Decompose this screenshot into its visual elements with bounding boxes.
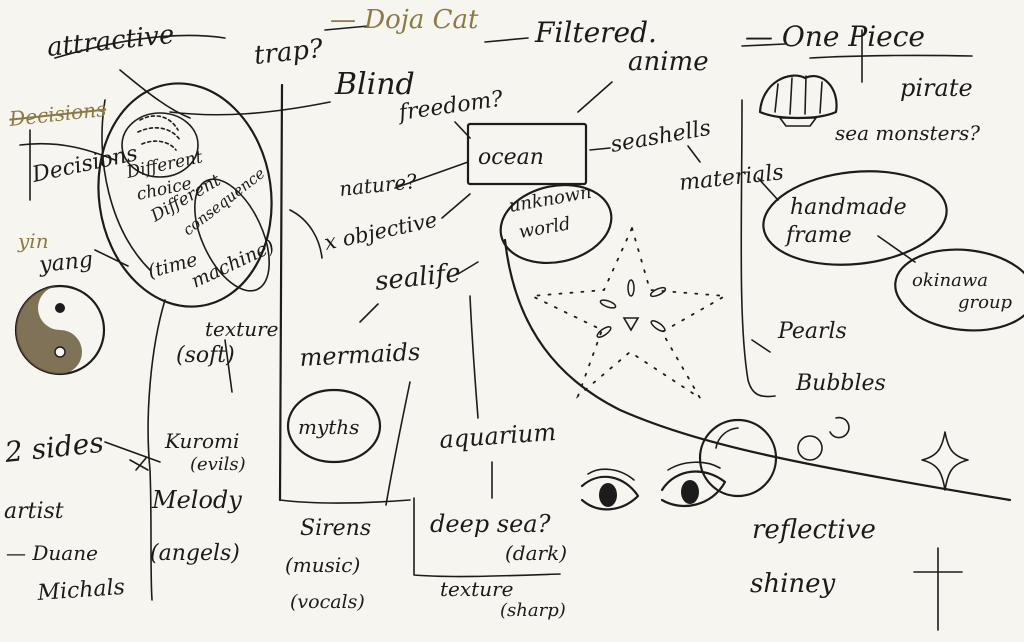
note-deep-sea-1: deep sea? bbox=[430, 510, 551, 538]
mermaids-tick bbox=[359, 303, 379, 323]
note-pearls: Pearls bbox=[777, 319, 847, 344]
note-yang: yang bbox=[37, 247, 94, 278]
note-doja-cat: — Doja Cat bbox=[330, 5, 479, 35]
starfish-icon bbox=[528, 225, 728, 399]
note-reflective: reflective bbox=[752, 515, 876, 545]
handmade-frame-bubble bbox=[762, 170, 948, 266]
shell-stem-line bbox=[740, 99, 776, 398]
deep-sea-bracket bbox=[413, 497, 561, 578]
note-texture-soft-2: (soft) bbox=[176, 343, 235, 368]
note-mermaids: mermaids bbox=[299, 338, 421, 372]
note-sea-monsters: sea monsters? bbox=[835, 121, 980, 145]
sparkle-icon bbox=[921, 431, 969, 491]
sirens-top-line bbox=[279, 499, 411, 504]
decisions-inner-curve bbox=[101, 99, 151, 271]
materials-to-frame-line bbox=[757, 177, 779, 201]
note-michals: Michals bbox=[36, 575, 126, 606]
unknown-world-bubble bbox=[499, 183, 613, 265]
one-piece-dash bbox=[741, 43, 786, 47]
choice-bubble bbox=[121, 112, 199, 178]
okinawa-group-bubble bbox=[894, 248, 1024, 332]
note-trap: trap? bbox=[253, 34, 326, 71]
kuromi-cross bbox=[129, 457, 149, 471]
objective-hook bbox=[289, 209, 323, 259]
note-handmade-frame-1: handmade bbox=[790, 195, 907, 220]
note-sirens-2: (music) bbox=[285, 553, 360, 577]
note-deep-sea-2: (dark) bbox=[505, 541, 567, 565]
note-kuromi-1: Kuromi bbox=[164, 429, 239, 453]
filtered-dash bbox=[484, 37, 529, 43]
note-ocean: ocean bbox=[478, 145, 544, 170]
ocean-box bbox=[466, 122, 588, 186]
attractive-to-decisions-line bbox=[119, 69, 191, 119]
note-texture-sharp-1: texture bbox=[440, 577, 513, 601]
sealife-tick bbox=[457, 261, 479, 275]
myths-bubble bbox=[286, 388, 382, 464]
note-anime: anime bbox=[628, 47, 709, 77]
eyes-icon bbox=[580, 461, 727, 511]
nature-to-ocean-line bbox=[394, 161, 469, 189]
note-melody-2: (angels) bbox=[150, 541, 240, 566]
frame-to-okinawa-line bbox=[877, 235, 916, 263]
objective-to-ocean-line bbox=[441, 193, 471, 219]
bubbles-icon bbox=[698, 416, 850, 498]
note-yin: yin bbox=[17, 229, 49, 253]
note-okinawa-group-1: okinawa bbox=[912, 270, 988, 291]
blind-link-line bbox=[169, 101, 331, 116]
note-melody-1: Melody bbox=[151, 486, 242, 514]
texture-soft-tick bbox=[224, 339, 233, 393]
note-handmade-frame-2: frame bbox=[784, 223, 852, 248]
ocean-to-seashells-line bbox=[589, 147, 611, 151]
left-vertical-curve bbox=[147, 299, 166, 601]
note-texture-soft-1: texture bbox=[205, 317, 278, 341]
note-shiney: shiney bbox=[750, 569, 836, 599]
doja-dash bbox=[324, 25, 369, 31]
decisions-underline bbox=[19, 142, 116, 161]
note-sirens-3: (vocals) bbox=[290, 591, 365, 613]
note-artist: artist bbox=[4, 499, 64, 524]
note-okinawa-group-2: group bbox=[958, 292, 1013, 313]
sealife-to-aquarium-line bbox=[469, 295, 479, 419]
unknown-world-sweep bbox=[503, 238, 1012, 502]
seashells-to-materials-line bbox=[687, 145, 701, 163]
decisions-bubble bbox=[97, 82, 273, 308]
note-blind: Blind bbox=[334, 67, 415, 102]
note-duane: — Duane bbox=[6, 541, 98, 565]
note-pirate: pirate bbox=[900, 74, 973, 102]
note-kuromi-2: (evils) bbox=[190, 454, 246, 475]
note-myths: myths bbox=[298, 415, 359, 439]
note-sirens-1: Sirens bbox=[300, 516, 371, 541]
anime-to-ocean-line bbox=[577, 81, 613, 113]
seashell-icon bbox=[758, 74, 838, 127]
scribble-icon bbox=[137, 115, 181, 151]
yin-yang-icon bbox=[14, 284, 106, 376]
central-vertical-line bbox=[278, 83, 284, 502]
yang-to-circle-line bbox=[94, 249, 129, 267]
note-bubbles: Bubbles bbox=[795, 371, 886, 396]
cross-sparkle-icon bbox=[913, 547, 963, 631]
note-filtered: Filtered. bbox=[534, 16, 657, 49]
bubbles bbox=[97, 82, 1024, 464]
pearls-tick bbox=[751, 339, 771, 353]
one-piece-underline bbox=[809, 54, 973, 59]
connector-lines bbox=[19, 25, 1012, 601]
note-one-piece: — One Piece bbox=[745, 20, 925, 53]
two-sides-to-kuromi-line bbox=[104, 441, 161, 463]
attractive-underline bbox=[54, 34, 226, 59]
mermaids-to-sirens-line bbox=[385, 381, 411, 506]
note-texture-sharp-2: (sharp) bbox=[500, 600, 566, 621]
machine-bubble bbox=[194, 178, 270, 292]
